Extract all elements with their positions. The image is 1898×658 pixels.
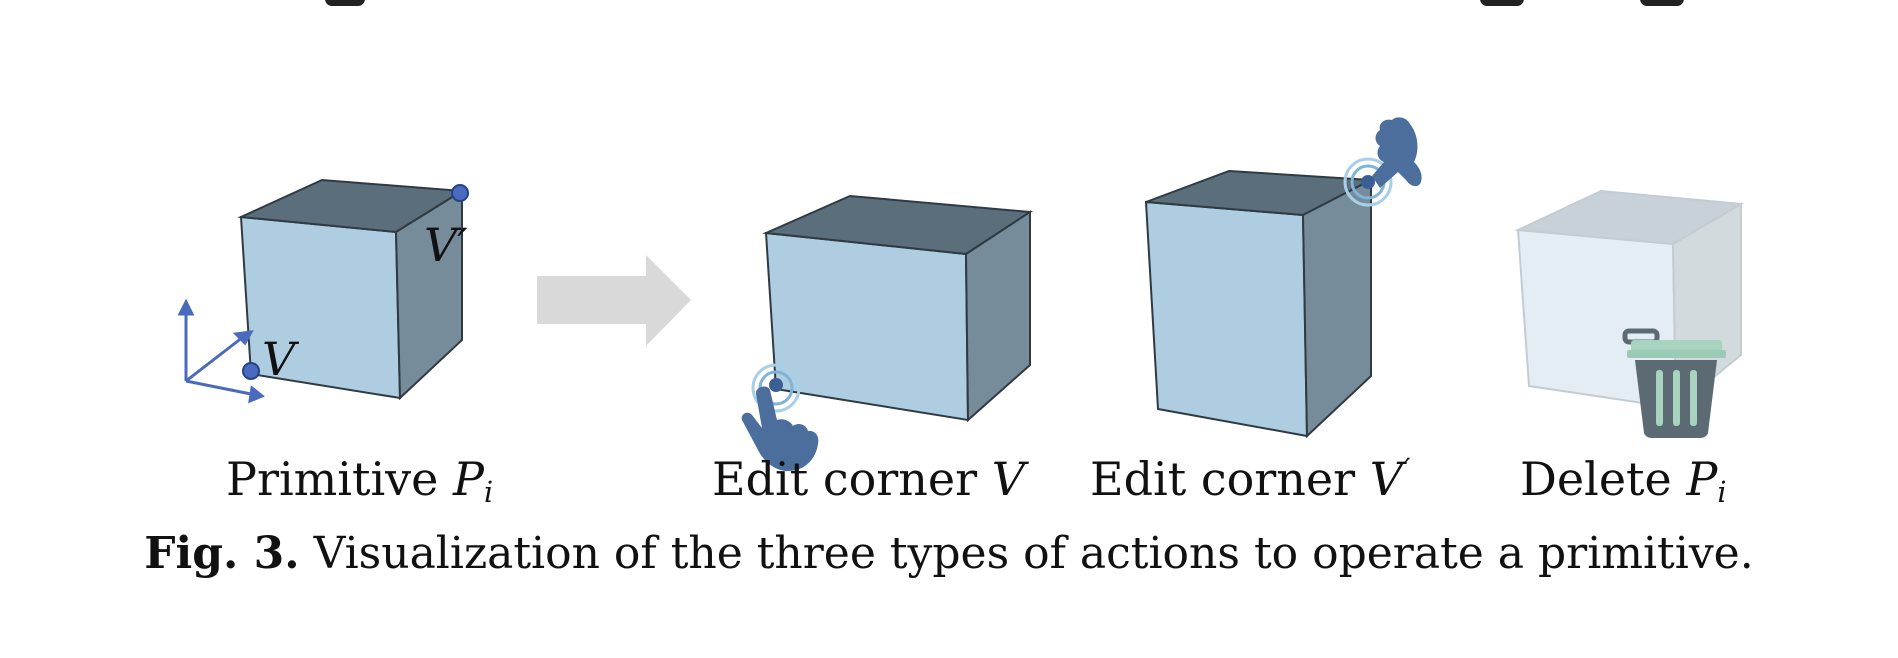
axes-icon bbox=[177, 298, 265, 404]
figure-caption: Fig. 3. Visualization of the three types… bbox=[0, 532, 1898, 576]
pointing-hand-icon bbox=[741, 363, 819, 472]
panel-label-primitive: Primitive Pi bbox=[226, 456, 493, 508]
panel-label-text: Primitive bbox=[226, 452, 439, 506]
trash-icon bbox=[1622, 328, 1726, 438]
panel-label-math: Pi bbox=[453, 452, 494, 510]
panel-label-text: Edit corner bbox=[712, 452, 978, 506]
panel-label-edit-v: Edit corner V bbox=[712, 456, 1025, 502]
cube-side-face bbox=[964, 210, 1031, 423]
panel-label-math: V′ bbox=[1369, 452, 1411, 506]
vertex-v-text: V bbox=[262, 332, 296, 386]
panel-label-text: Edit corner bbox=[1090, 452, 1356, 506]
figure-number: Fig. 3. bbox=[144, 528, 300, 579]
cropped-text-fragments bbox=[325, 0, 1684, 6]
figure-caption-text: Visualization of the three types of acti… bbox=[313, 528, 1754, 579]
vertex-v-prime-label: V′ bbox=[424, 222, 468, 268]
edit-v-cube bbox=[762, 194, 1033, 423]
cube-front-face bbox=[1144, 200, 1309, 438]
cube-side-face bbox=[1301, 178, 1372, 439]
panel-label-edit-v-prime: Edit corner V′ bbox=[1090, 456, 1410, 502]
primitive-cube bbox=[237, 178, 466, 401]
vertex-v-prime-text: V′ bbox=[424, 218, 468, 272]
panel-label-math: V bbox=[991, 452, 1025, 506]
panel-label-text: Delete bbox=[1520, 452, 1672, 506]
cropped-text-line bbox=[0, 0, 1898, 12]
panel-label-math: Pi bbox=[1686, 452, 1727, 510]
grab-hand-icon bbox=[1343, 117, 1422, 207]
panel-label-delete: Delete Pi bbox=[1520, 456, 1726, 508]
edit-v-prime-cube bbox=[1144, 169, 1375, 439]
cube-front-face bbox=[764, 231, 970, 422]
arrow-right-icon bbox=[537, 255, 691, 346]
vertex-v-dot bbox=[242, 362, 260, 380]
vertex-v-label: V bbox=[262, 336, 295, 382]
cube-side-face bbox=[394, 189, 463, 401]
vertex-v-prime-dot bbox=[451, 184, 469, 202]
